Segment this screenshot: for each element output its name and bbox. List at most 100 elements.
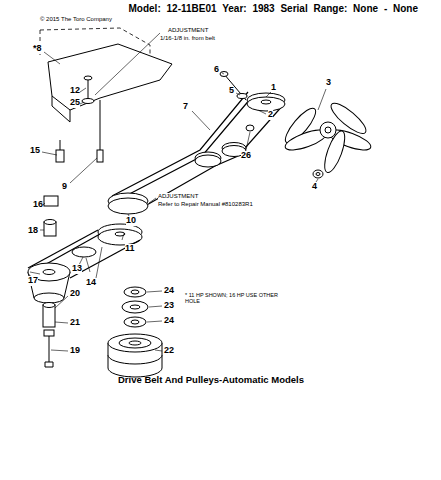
fan-nut-stroke (313, 170, 323, 178)
bearings-stroke (131, 290, 139, 294)
callout-number: 20 (70, 289, 80, 299)
spacer-and-bolt-stroke (44, 330, 54, 336)
note: ADJUSTMENT (168, 27, 208, 34)
callout-number: 24 (164, 316, 174, 326)
callout-number: 23 (164, 301, 174, 311)
clutch-pulley-stroke (43, 270, 55, 275)
leader-lines-stroke (70, 158, 97, 183)
electric-clutch-stroke (108, 334, 162, 352)
bolt-and-washer-stroke (56, 150, 64, 162)
note: Refer to Repair Manual #810283R1 (158, 201, 253, 208)
leader-lines-stroke (44, 52, 60, 64)
lower-pulleys-stroke (108, 198, 148, 214)
lower-pulleys (72, 193, 148, 257)
electric-clutch (108, 334, 162, 377)
leader-lines-stroke (42, 152, 57, 155)
callout-number: 21 (70, 318, 80, 328)
fan-nut-stroke (316, 173, 320, 176)
bearings-stroke (122, 301, 148, 313)
bolt-and-washer-stroke (82, 99, 94, 104)
bolt-and-washer-stroke (100, 100, 101, 150)
callout-number: 19 (70, 346, 80, 356)
leader-lines-stroke (40, 230, 44, 231)
bolt-and-washer-stroke (84, 76, 92, 80)
leader-lines-stroke (86, 258, 90, 272)
spacer-and-bolt-stroke (43, 303, 55, 308)
fan-nut (313, 170, 323, 178)
callout-number: 13 (72, 264, 82, 274)
bolt-and-lockwasher-stroke (224, 74, 246, 100)
leader-lines-stroke (122, 233, 124, 240)
bearings-stroke (131, 320, 139, 324)
electric-clutch-stroke (108, 355, 162, 364)
note: * 11 HP SHOWN; 16 HP USE OTHER HOLE (185, 292, 280, 304)
leader-lines-stroke (149, 306, 162, 307)
leader-lines-stroke (149, 198, 156, 203)
lower-belt-stroke (70, 240, 140, 278)
clutch-pulley-stroke (34, 293, 64, 303)
callout-number: 25 (70, 98, 80, 108)
callout-number: 11 (125, 244, 135, 254)
drive-belt-stroke (112, 92, 248, 196)
electric-clutch-stroke (119, 338, 151, 348)
callout-number: 7 (183, 102, 188, 112)
figure-caption: Drive Belt And Pulleys-Automatic Models (118, 375, 304, 385)
bearings (122, 287, 148, 327)
callout-number: 4 (312, 182, 317, 192)
spacer-and-bolt-stroke (49, 336, 50, 362)
leader-lines-stroke (246, 132, 250, 150)
note: ADJUSTMENT (158, 193, 198, 200)
leader-lines-stroke (258, 110, 266, 114)
leader-lines-stroke (30, 272, 40, 274)
electric-clutch-stroke (129, 341, 141, 345)
callout-number: 2 (268, 110, 273, 120)
callout-number: 5 (229, 86, 234, 96)
engine-pulley (247, 93, 285, 111)
spacer-and-bolt-stroke (45, 362, 53, 367)
leader-lines-stroke (55, 296, 68, 308)
leader-lines-stroke (236, 93, 240, 95)
spacer-and-bolt-stroke (43, 305, 55, 327)
leader-lines-stroke (192, 111, 210, 130)
callout-number: 22 (164, 346, 174, 356)
note: 1/16-1/8 in. from belt (160, 35, 215, 42)
callout-number: 26 (241, 151, 251, 161)
leader-lines-stroke (80, 102, 84, 104)
leader-lines-stroke (80, 88, 86, 92)
drive-belt-stroke (116, 98, 251, 201)
bolt-and-washer (56, 76, 103, 162)
idler-bracket-stroke (70, 110, 71, 122)
callout-number: *8 (33, 44, 42, 54)
callout-number: 18 (28, 226, 38, 236)
idler-bracket-stroke (48, 44, 172, 110)
bolt-and-lockwasher-stroke (246, 125, 254, 131)
bolt-and-washer-stroke (97, 150, 103, 162)
cooling-fan-stroke (320, 122, 336, 138)
bolt-and-lockwasher-stroke (220, 72, 228, 77)
callout-number: 9 (62, 182, 67, 192)
bearings-stroke (124, 287, 146, 297)
leader-lines-stroke (147, 291, 162, 292)
bolt-and-lockwasher-stroke (237, 94, 247, 99)
bearings-stroke (124, 317, 146, 327)
leader-lines-stroke (96, 247, 102, 278)
leader-lines-stroke (155, 350, 162, 351)
bearings-stroke (130, 305, 140, 309)
page-title: Model: 12-11BE01 Year: 1983 Serial Range… (100, 3, 418, 14)
callout-number: 16 (33, 200, 43, 210)
callout-number: 15 (30, 146, 40, 156)
lower-pulleys-stroke (72, 247, 96, 257)
idler-pulleys-stroke (195, 155, 221, 167)
leader-lines (30, 33, 326, 351)
copyright: © 2015 The Toro Company (40, 16, 112, 23)
callout-number: 1 (271, 83, 276, 93)
leader-lines-stroke (318, 89, 326, 110)
spacer-and-bolt (43, 303, 55, 368)
callout-number: 6 (214, 65, 219, 75)
drive-belt-stroke (145, 104, 284, 206)
cooling-fan (281, 99, 373, 175)
idler-bracket-stroke (52, 106, 70, 122)
small-brackets (44, 196, 58, 236)
callout-number: 12 (70, 86, 80, 96)
